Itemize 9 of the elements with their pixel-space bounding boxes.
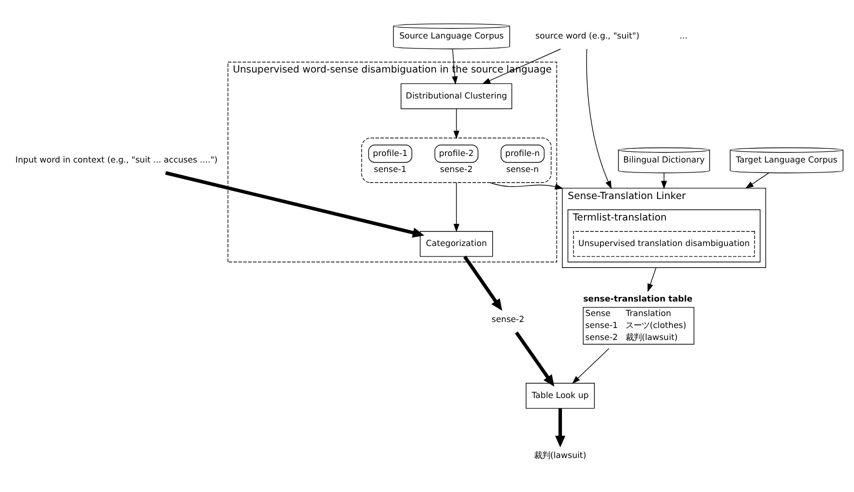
label: ...: [680, 30, 688, 40]
node-text: sense-2: [492, 314, 524, 324]
node-label: sense-2: [440, 164, 473, 174]
node-label: sense-n: [506, 164, 539, 174]
node-label: sense-translation table: [583, 293, 693, 304]
node-text: Input word in context (e.g., "suit ... accuses ...."): [15, 154, 218, 164]
node-text: source word (e.g., "suit"): [535, 30, 640, 40]
node-text: 裁判(lawsuit): [534, 450, 586, 460]
node-label: sense-1: [374, 164, 406, 174]
